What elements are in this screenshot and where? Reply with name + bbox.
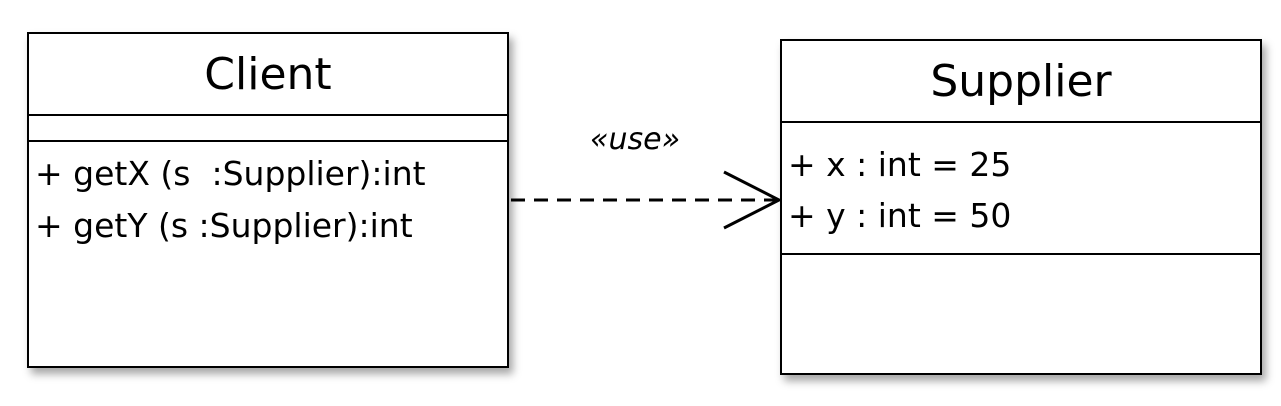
supplier-attributes-compartment: + x : int = 25 + y : int = 50 — [782, 123, 1260, 255]
supplier-class-name: Supplier — [782, 41, 1260, 123]
open-arrowhead — [723, 170, 783, 230]
client-class-name: Client — [29, 34, 507, 116]
supplier-operations-compartment — [782, 255, 1260, 373]
client-attributes-compartment — [29, 116, 507, 142]
dependency-stereotype-label: «use» — [590, 122, 681, 157]
client-operations-compartment: + getX (s :Supplier):int + getY (s :Supp… — [29, 142, 507, 366]
supplier-class-box[interactable]: Supplier + x : int = 25 + y : int = 50 — [780, 39, 1262, 375]
client-operation-getx: + getX (s :Supplier):int — [35, 154, 426, 193]
client-operation-gety: + getY (s :Supplier):int — [35, 206, 413, 245]
client-class-box[interactable]: Client + getX (s :Supplier):int + getY (… — [27, 32, 509, 368]
supplier-attribute-y: + y : int = 50 — [788, 196, 1012, 235]
supplier-attribute-x: + x : int = 25 — [788, 145, 1012, 184]
